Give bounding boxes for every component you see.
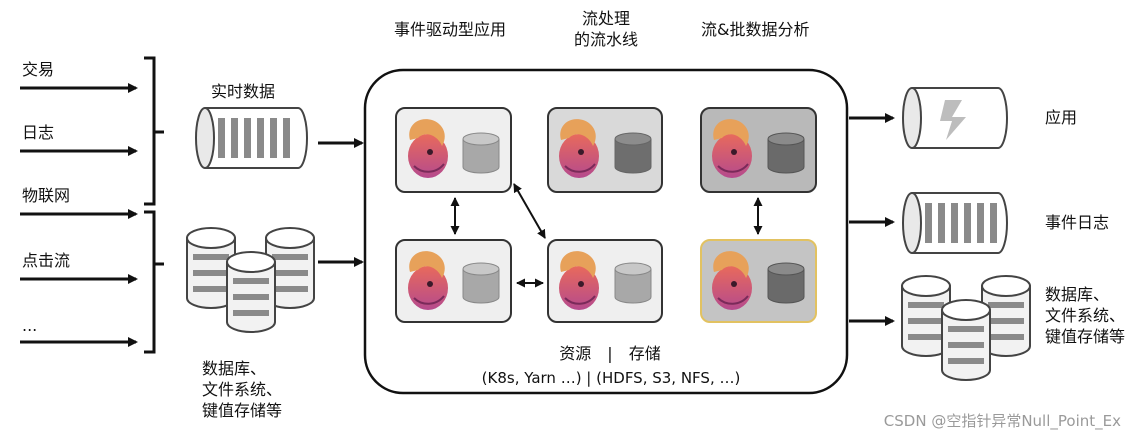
arrows-into-main <box>318 138 364 267</box>
input-label-more: ... <box>22 316 38 335</box>
realtime-data-tube-icon <box>195 107 308 169</box>
resources-storage-heading: 资源 | 存储 <box>559 344 661 363</box>
flink-squirrel-icon <box>408 119 752 310</box>
stream-batch-label: 流&批数据分析 <box>701 20 810 39</box>
input-label-trade: 交易 <box>22 60 55 79</box>
output-label-event-log: 事件日志 <box>1045 213 1110 232</box>
output-arrows <box>849 113 895 326</box>
stream-pipeline-label: 流处理 的流水线 <box>573 9 638 49</box>
csdn-watermark: CSDN @空指针异常Null_Point_Ex <box>883 412 1121 430</box>
resources-storage-detail: (K8s, Yarn …) | (HDFS, S3, NFS, …) <box>481 369 741 387</box>
inner-arrows <box>450 183 763 288</box>
input-label-clickstream: 点击流 <box>22 251 71 270</box>
left-database-icons <box>186 227 315 333</box>
input-arrows <box>20 83 138 347</box>
input-braces <box>144 56 164 354</box>
output-label-app: 应用 <box>1045 108 1078 127</box>
output-label-storage: 数据库、 文件系统、 键值存储等 <box>1045 285 1126 346</box>
application-tube-icon <box>902 87 1008 149</box>
input-label-log: 日志 <box>22 123 55 142</box>
right-database-icons <box>901 275 1031 381</box>
event-log-tube-icon <box>902 192 1008 254</box>
realtime-data-label: 实时数据 <box>211 82 276 101</box>
state-cylinder-icons <box>462 132 805 304</box>
input-label-iot: 物联网 <box>22 186 71 205</box>
event-driven-label: 事件驱动型应用 <box>394 20 507 39</box>
left-storage-label: 数据库、 文件系统、 键值存储等 <box>202 359 283 420</box>
